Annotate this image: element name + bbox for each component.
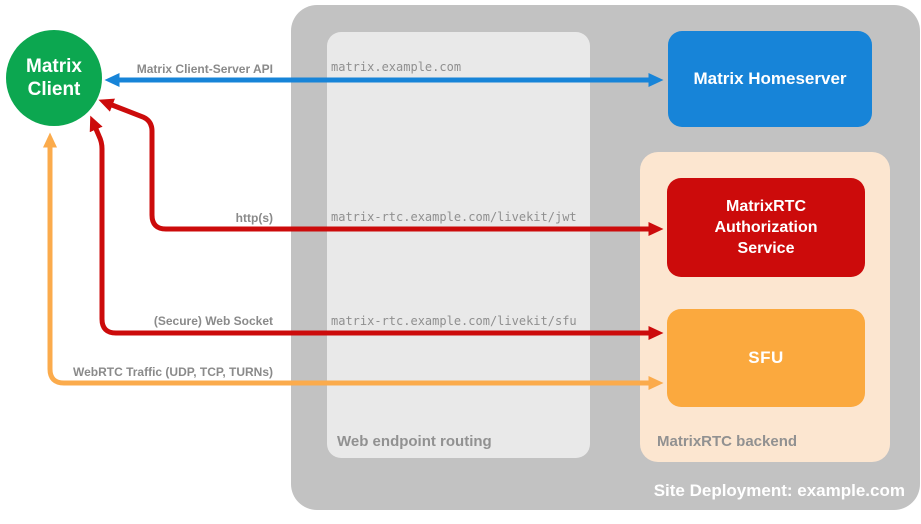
node-authorization-service-label: MatrixRTC Authorization Service [714, 198, 818, 257]
node-sfu-label: SFU [748, 348, 784, 367]
web-endpoint-routing-caption: Web endpoint routing [337, 433, 492, 450]
node-matrix-homeserver: Matrix Homeserver [668, 31, 872, 127]
arrow-label-https: http(s) [235, 211, 273, 225]
endpoint-livekit-sfu: matrix-rtc.example.com/livekit/sfu [331, 314, 577, 328]
site-deployment-caption: Site Deployment: example.com [653, 481, 905, 500]
node-matrix-client: Matrix Client [6, 30, 102, 126]
node-matrix-homeserver-label: Matrix Homeserver [693, 69, 847, 88]
node-matrix-client-label: Matrix Client [26, 56, 82, 100]
arrow-label-webrtc-traffic: WebRTC Traffic (UDP, TCP, TURNs) [72, 365, 273, 379]
matrixrtc-backend-caption: MatrixRTC backend [657, 433, 798, 450]
endpoint-matrix-example: matrix.example.com [331, 60, 462, 74]
arrow-label-websocket: (Secure) Web Socket [153, 314, 273, 328]
node-authorization-service: MatrixRTC Authorization Service [667, 178, 865, 277]
endpoint-livekit-jwt: matrix-rtc.example.com/livekit/jwt [331, 210, 577, 224]
node-sfu: SFU [667, 309, 865, 407]
arrow-label-client-server-api: Matrix Client-Server API [136, 62, 273, 76]
web-endpoint-routing-container [327, 32, 590, 458]
